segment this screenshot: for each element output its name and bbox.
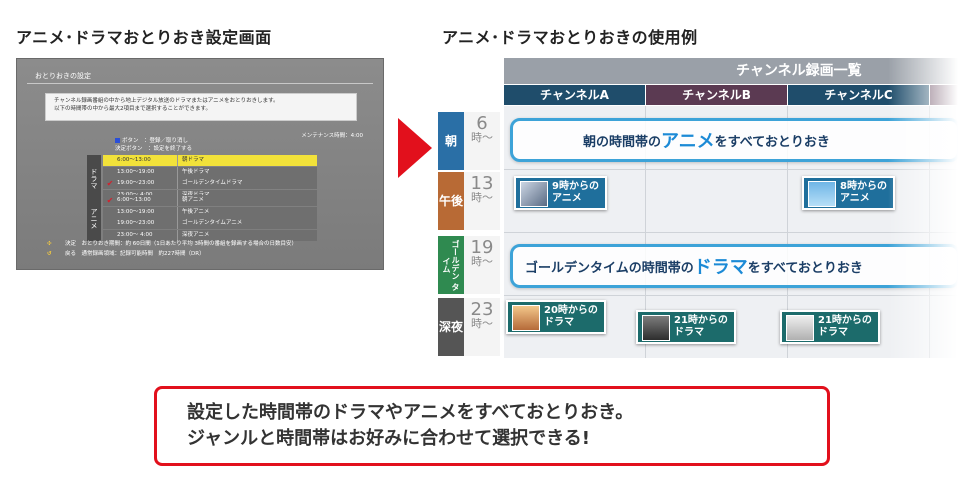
back-icon: ↺ [47,251,52,257]
slot-time: 6:00〜13:00 [117,157,151,163]
program-badge[interactable]: 21時からのドラマ [636,310,736,344]
golden-drama-callout: ゴールデンタイムの時間帯のドラマをすべておとりおき [510,244,958,288]
back-key-label: 戻る [65,251,77,257]
grid-line [504,232,958,233]
slot-name: 朝アニメ [177,195,317,206]
checkmark-icon: ✔ [106,196,114,205]
checkmark-icon [103,167,117,178]
slot-time: 6:00〜13:00 [117,197,151,203]
blue-button-help: ボタン ：登録／取り消し [122,138,189,144]
channel-header-b: チャンネルB [646,85,787,105]
slot-time: 13:00〜19:00 [117,208,155,215]
maintenance-time: メンテナンス時間：4:00 [301,133,363,139]
slot-name: ゴールデンタイムドラマ [177,178,317,189]
slot-name: 朝ドラマ [177,155,317,166]
program-thumbnail [512,305,540,331]
usage-example-heading: アニメ･ドラマおとりおきの使用例 [442,28,698,47]
time-label: 深夜 [438,298,464,356]
enter-button-help: 決定ボタン ：設定を終了する [115,146,193,152]
enter-key-label: 決定 [65,241,77,247]
slot-row[interactable]: 13:00〜19:00 午後ドラマ [103,166,317,178]
info-line-1: チャンネル録画番組の中から地上デジタル放送のドラマまたはアニメをおとりおきします… [54,98,279,104]
program-badge[interactable]: 21時からのドラマ [780,310,880,344]
time-label: ゴールデン タイム [438,236,464,294]
slot-row[interactable]: ✔6:00〜13:00 朝アニメ [103,195,317,206]
checkmark-icon: ✔ [106,179,114,188]
slot-name: ゴールデンタイムアニメ [177,218,317,229]
slot-time: 23:00〜 4:00 [117,190,177,201]
slot-time: 19:00〜23:00 [117,180,155,186]
checkmark-icon [103,155,117,166]
program-thumbnail [808,181,836,207]
slot-time: 23:00〜 4:00 [117,231,153,238]
button-help: ボタン ：登録／取り消し 決定ボタン ：設定を終了する [115,137,192,153]
retention-period: おとりおき期間：約 60日間（1日あたり平均 3時間の番組を録画する場合の日数目… [81,241,298,247]
slot-row[interactable]: 19:00〜23:00 ゴールデンタイムアニメ [103,218,317,229]
info-line-2: 以下の時間帯の中から最大2項目まで選択することができます。 [54,106,211,112]
drama-side-label: ドラマ [87,155,101,201]
program-badge[interactable]: 9時からのアニメ [514,176,607,210]
morning-anime-callout: 朝の時間帯のアニメをすべておとりおき [510,118,958,162]
checkmark-icon [103,207,117,218]
channel-header-a: チャンネルA [504,85,645,105]
slot-name: 午後アニメ [177,206,317,218]
settings-screen-heading: アニメ･ドラマおとりおき設定画面 [16,28,272,47]
slot-time: 13:00〜19:00 [117,168,155,175]
checkmark-icon [103,218,117,229]
dpad-icon: ✣ [47,241,52,247]
tv-screen-title: おとりおきの設定 [35,72,91,80]
anime-side-label: アニメ [87,195,101,241]
grid-line [504,169,958,170]
slot-row[interactable]: 6:00〜13:00 朝ドラマ [103,155,317,166]
guide-header: チャンネル録画一覧 [504,58,958,84]
time-label: 午後 [438,172,464,230]
tv-settings-screen: おとりおきの設定 チャンネル録画番組の中から地上デジタル放送のドラマまたはアニメ… [16,58,384,270]
slot-row[interactable]: 13:00〜19:00 午後アニメ [103,206,317,218]
program-thumbnail [786,315,814,341]
arrow-right-icon [398,118,432,178]
divider [27,83,373,84]
slot-name: 深夜アニメ [177,229,317,241]
slot-row[interactable]: ✔19:00〜23:00 ゴールデンタイムドラマ [103,178,317,189]
time-label: 朝 [438,112,464,170]
grid-line [504,295,958,296]
program-thumbnail [520,181,548,207]
blue-button-icon [115,138,120,143]
summary-message: 設定した時間帯のドラマやアニメをすべておとりおき。 ジャンルと時間帯はお好みに合… [154,386,830,466]
recording-capacity: 通常録画領域：記録可能時間 約227時間（DR） [81,251,205,257]
slot-time: 19:00〜23:00 [117,220,155,226]
tv-footer: ✣ 決定 おとりおき期間：約 60日間（1日あたり平均 3時間の番組を録画する場合… [47,239,297,259]
program-badge[interactable]: 8時からのアニメ [802,176,895,210]
program-thumbnail [642,315,670,341]
slot-name: 午後ドラマ [177,166,317,178]
message-line-1: 設定した時間帯のドラマやアニメをすべておとりおき。 [187,402,634,423]
message-line-2: ジャンルと時間帯はお好みに合わせて選択できる! [187,428,590,449]
slot-row[interactable]: 23:00〜 4:00 深夜アニメ [103,229,317,241]
fade-overlay [888,58,958,358]
info-box: チャンネル録画番組の中から地上デジタル放送のドラマまたはアニメをおとりおきします… [45,93,357,121]
program-badge[interactable]: 20時からのドラマ [506,300,606,334]
